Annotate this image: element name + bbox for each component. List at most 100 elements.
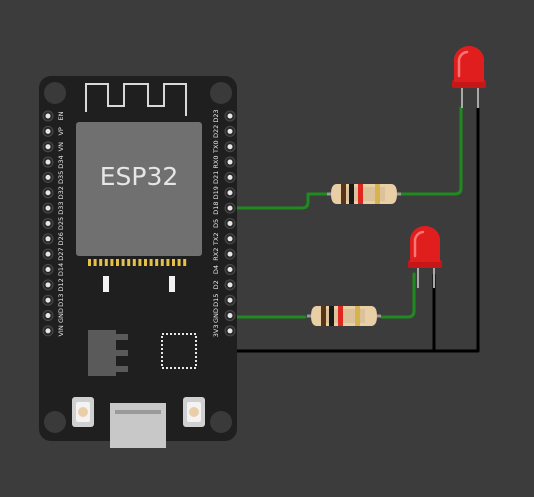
resistor-lead <box>397 192 401 196</box>
resistor-band <box>375 184 380 204</box>
pin-label: EN <box>57 111 65 120</box>
pin-label: D14 <box>57 263 65 276</box>
resistor-top[interactable] <box>327 184 401 204</box>
pin-hole <box>227 328 233 334</box>
pin-hole <box>45 282 51 288</box>
pin-hole <box>227 190 233 196</box>
resistor-lead <box>377 314 381 318</box>
resistor-band <box>341 184 346 204</box>
board-smd-led <box>103 276 109 292</box>
resistor-bottom[interactable] <box>307 306 381 326</box>
pin-label: D22 <box>212 125 220 138</box>
pin-hole <box>227 313 233 319</box>
resistor-lead <box>307 314 311 318</box>
en-button[interactable] <box>72 397 94 427</box>
mounting-hole <box>210 411 232 433</box>
chip-pad <box>155 259 159 266</box>
pin-hole <box>227 220 233 226</box>
pin-hole <box>227 267 233 272</box>
pin-label: D25 <box>57 217 65 230</box>
resistor-band <box>349 184 354 204</box>
esp32-board[interactable]: ESP32 <box>39 76 237 448</box>
chip-pad <box>88 259 91 266</box>
pin-hole <box>45 113 51 119</box>
led-highlight <box>457 50 469 78</box>
pin-label: D23 <box>212 109 220 122</box>
resistor-band <box>338 306 343 326</box>
pin-hole <box>227 174 233 180</box>
micro-usb-port[interactable] <box>110 403 166 448</box>
pin-label: D27 <box>57 248 65 261</box>
pin-hole <box>45 297 51 303</box>
pin-label: RX0 <box>212 155 220 168</box>
chip-pad <box>104 259 108 266</box>
chip-pad <box>121 259 125 266</box>
wire-gnd-to-led-top[interactable] <box>434 108 480 353</box>
led-highlight <box>413 230 425 258</box>
mounting-hole <box>210 82 232 104</box>
chip-pad <box>132 259 136 266</box>
voltage-regulator <box>88 330 128 376</box>
pin-hole <box>227 205 233 211</box>
pin-hole <box>45 236 51 242</box>
pin-label: D18 <box>212 201 220 214</box>
pin-hole <box>45 144 51 150</box>
chip-pad <box>177 259 181 266</box>
wire-d19-to-resistor-top[interactable] <box>228 192 332 210</box>
pin-label: D32 <box>57 186 65 199</box>
chip-pad <box>149 259 153 266</box>
right-pin-header: D23D22TX0RX0D21D19D18D5TX2RX2D4D2D15GND3… <box>212 109 236 338</box>
chip-pad <box>127 259 131 266</box>
resistor-band <box>358 184 363 204</box>
chip-pad <box>116 259 119 266</box>
pin-label: D21 <box>212 171 220 184</box>
chip-pad <box>166 259 170 266</box>
chip-pad <box>160 259 164 266</box>
pin-label: D13 <box>57 294 65 307</box>
pin-label: D4 <box>212 265 220 274</box>
pin-label: VN <box>57 142 65 151</box>
pin-hole <box>45 159 51 165</box>
resistor-band <box>355 306 360 326</box>
led-bottom[interactable] <box>408 226 442 288</box>
boot-button[interactable] <box>183 397 205 427</box>
left-pin-header: ENVPVND34D35D32D33D25D26D27D14D12D13GNDV… <box>42 110 65 337</box>
mounting-hole <box>44 411 66 433</box>
pin-label: D15 <box>212 294 220 307</box>
pin-label: D19 <box>212 186 220 199</box>
pin-hole <box>45 128 51 134</box>
pin-label: TX2 <box>212 233 220 247</box>
board-smd-led <box>169 276 175 292</box>
wire-resistor-bottom-to-led-bottom[interactable] <box>380 272 416 319</box>
pin-label: GND <box>57 308 65 323</box>
pin-label: VP <box>57 127 65 135</box>
antenna-trace <box>85 83 187 116</box>
pin-hole <box>45 251 51 257</box>
chip-label: ESP32 <box>100 162 179 191</box>
chip-pad <box>144 259 147 266</box>
wire-resistor-top-to-led-top[interactable] <box>396 106 463 196</box>
pin-hole <box>45 205 51 211</box>
chip-pad <box>110 259 114 266</box>
pin-hole <box>227 236 233 242</box>
pin-label: VIN <box>57 325 65 336</box>
wires <box>228 106 480 353</box>
chip-pad <box>99 259 103 266</box>
pin-label: D35 <box>57 171 65 184</box>
pin-label: D5 <box>212 219 220 228</box>
pin-hole <box>45 328 51 334</box>
pin-label: D34 <box>57 155 65 168</box>
led-top[interactable] <box>452 46 486 108</box>
pin-label: 3V3 <box>212 325 220 338</box>
pin-label: D12 <box>57 278 65 291</box>
pin-hole <box>227 113 233 119</box>
resistor-band <box>321 306 326 326</box>
chip-pad <box>172 259 175 266</box>
chip-castellation <box>88 259 187 266</box>
pin-hole <box>227 128 233 134</box>
chip-pad <box>93 259 97 266</box>
chip-pad <box>138 259 142 266</box>
pin-hole <box>45 174 51 180</box>
pin-label: D2 <box>212 280 220 289</box>
mounting-hole <box>44 82 66 104</box>
